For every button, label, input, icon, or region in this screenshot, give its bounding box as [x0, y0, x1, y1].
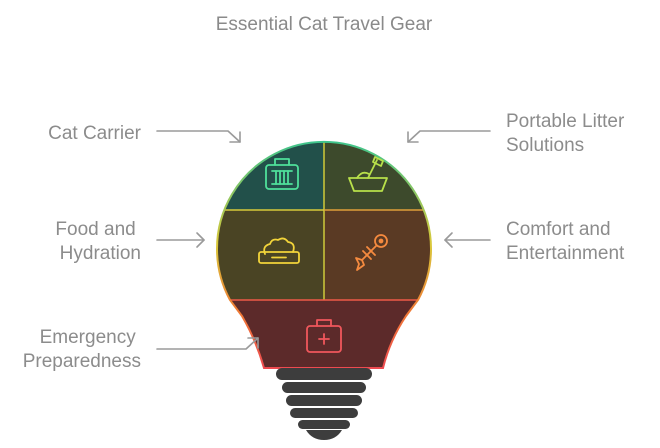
- segment-food: [216, 210, 324, 300]
- segment-cat-carrier: [216, 141, 324, 210]
- cat-carrier-icon: [265, 158, 299, 190]
- bulb-outline: [216, 140, 432, 369]
- arrow-litter: [407, 130, 491, 143]
- food-bowl-icon: [258, 237, 300, 264]
- label-food: Food and Hydration: [55, 219, 141, 264]
- diagram-title: Essential Cat Travel Gear: [216, 14, 433, 35]
- label-cat-carrier: Cat Carrier: [48, 123, 142, 144]
- arrow-emergency: [156, 337, 259, 350]
- litter-box-icon: [348, 156, 388, 192]
- label-emergency: Emergency Preparedness: [23, 327, 141, 372]
- arrow-food: [156, 232, 205, 248]
- segment-comfort: [324, 210, 431, 300]
- fish-toy-icon: [355, 234, 388, 271]
- label-litter: Portable Litter Solutions: [506, 111, 630, 156]
- first-aid-kit-icon: [306, 319, 342, 353]
- bulb-base: [276, 368, 372, 440]
- label-comfort: Comfort and Entertainment: [506, 219, 625, 264]
- segment-litter: [324, 141, 431, 210]
- arrow-comfort: [444, 232, 491, 248]
- arrow-cat-carrier: [156, 130, 241, 143]
